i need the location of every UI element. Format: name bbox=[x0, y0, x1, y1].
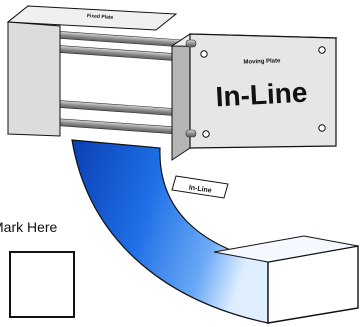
bolt-hole-icon bbox=[318, 124, 326, 132]
arch-label-tag: In-Line bbox=[171, 175, 229, 199]
fixed-plate-label: Fixed Plate bbox=[87, 13, 114, 21]
main-label: In-Line bbox=[215, 77, 308, 113]
arch-outer-face bbox=[71, 139, 269, 324]
mark-here-label: Mark Here bbox=[0, 219, 58, 235]
moving-plate-label: Moving Plate bbox=[243, 58, 281, 65]
moving-plate-side bbox=[171, 33, 191, 161]
bolt-hole-icon bbox=[200, 50, 208, 58]
moving-plate: Moving Plate In-Line bbox=[170, 33, 338, 161]
moving-plate-face bbox=[189, 33, 337, 149]
arch-top-edge bbox=[213, 235, 359, 263]
arch-label: In-Line bbox=[188, 184, 212, 194]
rod-ends bbox=[185, 39, 197, 138]
bolt-hole-icon bbox=[202, 130, 210, 138]
fixed-plate-face bbox=[6, 5, 178, 31]
mark-box[interactable] bbox=[9, 251, 75, 318]
fixed-plate: Fixed Plate bbox=[6, 4, 178, 137]
bolt-hole-icon bbox=[318, 46, 326, 54]
blue-arch bbox=[71, 139, 359, 324]
